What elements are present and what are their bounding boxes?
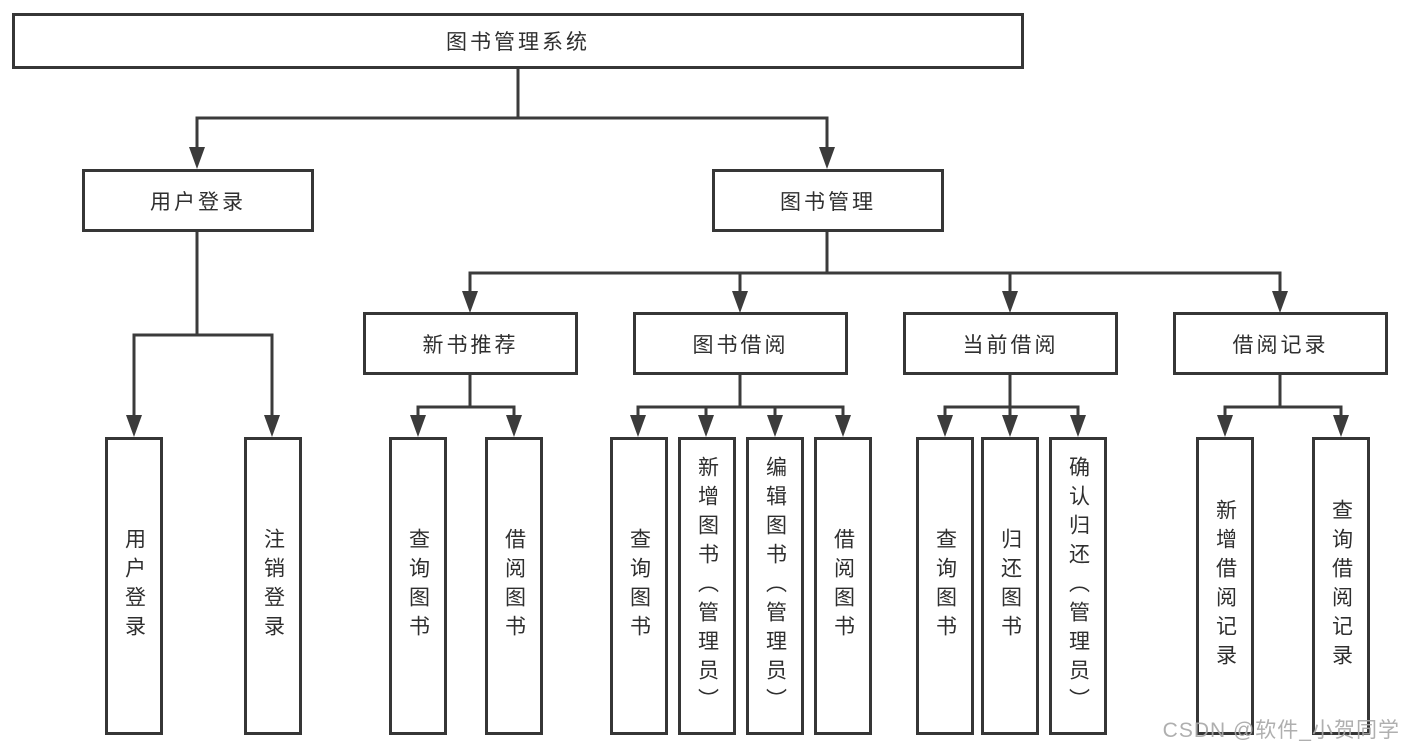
node-borrowing-records: 借阅记录 (1173, 312, 1388, 375)
csdn-watermark: CSDN @软件_小贺同学 (1162, 719, 1400, 742)
node-label: 借阅图书 (502, 528, 526, 644)
arrowhead-icons (126, 147, 1349, 437)
node-library-system: 图书管理系统 (12, 13, 1024, 69)
leaf-confirm-return-admin: 确认归还（管理员） (1049, 437, 1107, 735)
node-book-borrowing: 图书借阅 (633, 312, 848, 375)
node-label: 新增借阅记录 (1213, 499, 1237, 673)
node-label: 用户登录 (150, 190, 246, 214)
node-label: 查询借阅记录 (1329, 499, 1353, 673)
node-label: 确认归还（管理员） (1066, 455, 1090, 717)
node-book-management: 图书管理 (712, 169, 944, 232)
node-label: 查询图书 (406, 528, 430, 644)
node-user-login: 用户登录 (82, 169, 314, 232)
leaf-borrow-books: 借阅图书 (814, 437, 872, 735)
node-label: 借阅记录 (1232, 333, 1329, 357)
node-label: 用户登录 (122, 528, 146, 644)
leaf-query-borrow-record: 查询借阅记录 (1312, 437, 1370, 735)
node-label: 新增图书（管理员） (695, 455, 719, 717)
leaf-logout: 注销登录 (244, 437, 302, 735)
leaf-borrow-books: 借阅图书 (485, 437, 543, 735)
leaf-query-books: 查询图书 (610, 437, 668, 735)
node-label: 编辑图书（管理员） (763, 455, 787, 717)
node-label: 图书管理系统 (446, 31, 590, 54)
node-label: 查询图书 (627, 528, 651, 644)
node-label: 注销登录 (261, 528, 285, 644)
node-label: 归还图书 (998, 528, 1022, 644)
connector-lines (132, 66, 1343, 419)
node-label: 当前借阅 (962, 333, 1059, 357)
leaf-add-books-admin: 新增图书（管理员） (678, 437, 736, 735)
node-new-book-recommendation: 新书推荐 (363, 312, 578, 375)
node-label: 借阅图书 (831, 528, 855, 644)
leaf-query-books: 查询图书 (916, 437, 974, 735)
leaf-edit-books-admin: 编辑图书（管理员） (746, 437, 804, 735)
node-label: 图书管理 (780, 190, 876, 214)
node-label: 新书推荐 (422, 333, 519, 357)
leaf-add-borrow-record: 新增借阅记录 (1196, 437, 1254, 735)
node-label: 图书借阅 (692, 333, 789, 357)
node-label: 查询图书 (933, 528, 957, 644)
leaf-return-books: 归还图书 (981, 437, 1039, 735)
node-current-borrowing: 当前借阅 (903, 312, 1118, 375)
leaf-user-login: 用户登录 (105, 437, 163, 735)
leaf-query-books: 查询图书 (389, 437, 447, 735)
